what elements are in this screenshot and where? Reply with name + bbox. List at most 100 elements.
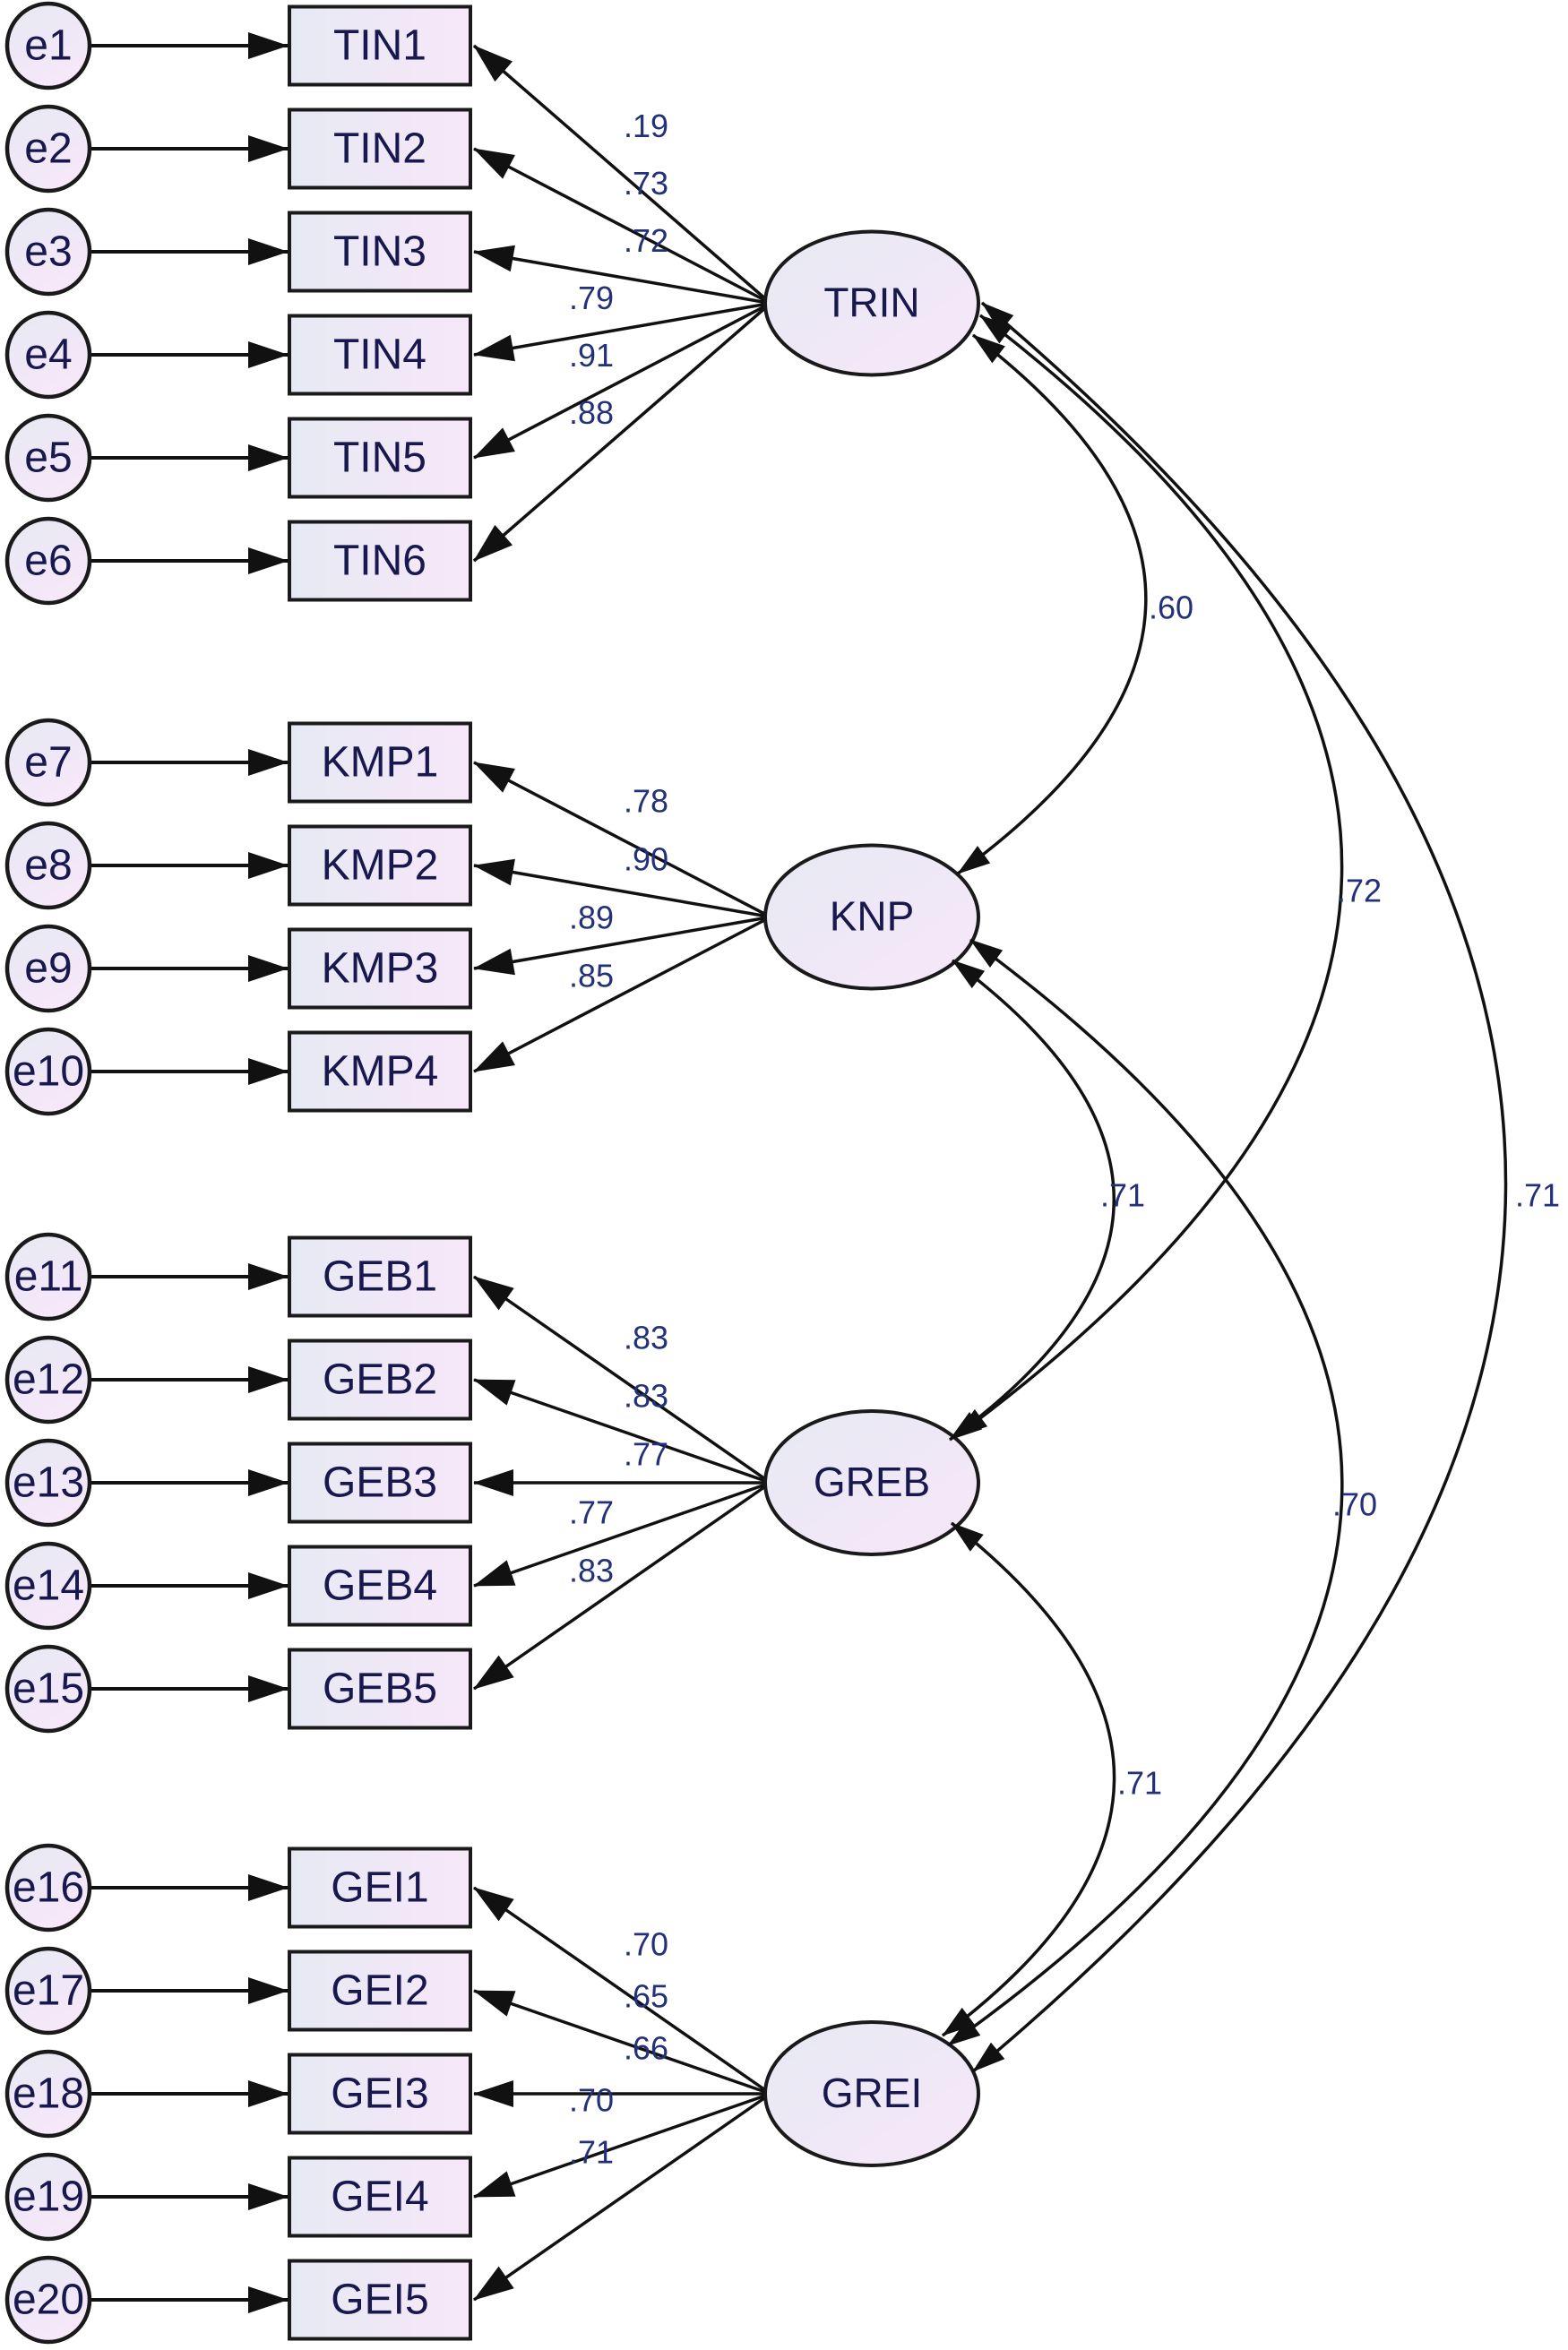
error-node-e4 bbox=[4, 310, 92, 400]
observed-node-GEB4 bbox=[288, 1545, 472, 1627]
observed-node-GEI4 bbox=[288, 2156, 472, 2238]
observed-node-TIN4 bbox=[288, 314, 472, 396]
error-label-e20: e20 bbox=[13, 2277, 84, 2324]
observed-node-GEI5 bbox=[288, 2259, 472, 2341]
error-label-e2: e2 bbox=[24, 125, 72, 173]
error-label-e19: e19 bbox=[13, 2174, 84, 2221]
arrow-TRIN-TIN3 bbox=[473, 245, 771, 306]
observed-node-GEB1 bbox=[288, 1235, 472, 1318]
observed-node-GEB2 bbox=[288, 1339, 472, 1421]
observed-label-GEB4: GEB4 bbox=[323, 1562, 437, 1610]
error-label-e16: e16 bbox=[13, 1864, 84, 1912]
covariance-TRIN-GREI: .71 bbox=[971, 301, 1560, 2073]
loading-KNP-KMP1: .78 bbox=[624, 783, 668, 820]
observed-label-TIN5: TIN5 bbox=[333, 435, 426, 482]
observed-node-GEI1 bbox=[288, 1846, 472, 1929]
error-label-e3: e3 bbox=[24, 228, 72, 276]
covariance-path-GREB-GREI bbox=[941, 1521, 1116, 2037]
arrow-GREI-GEI2 bbox=[473, 1989, 771, 2096]
covariance-KNP-GREB: .71 bbox=[948, 959, 1145, 1442]
error-label-e6: e6 bbox=[24, 538, 72, 585]
observed-label-KMP4: KMP4 bbox=[322, 1048, 439, 1096]
latent-label-GREB: GREB bbox=[814, 1459, 930, 1505]
observed-node-GEB3 bbox=[288, 1442, 472, 1524]
arrow-GREB-GEB2 bbox=[473, 1378, 771, 1485]
arrow-GREB-GEB1 bbox=[473, 1275, 771, 1485]
error-node-e17 bbox=[4, 1946, 92, 2036]
latent-GREB: GREB bbox=[763, 1409, 980, 1556]
covariance-path-KNP-GREI bbox=[946, 938, 1344, 2047]
arrow-TRIN-TIN1 bbox=[472, 44, 772, 305]
error-label-e15: e15 bbox=[13, 1666, 84, 1713]
error-label-e10: e10 bbox=[13, 1048, 84, 1096]
observed-label-TIN4: TIN4 bbox=[333, 331, 426, 379]
error-label-e18: e18 bbox=[13, 2070, 84, 2118]
arrow-GREB-GEB4 bbox=[473, 1481, 771, 1588]
error-label-e4: e4 bbox=[24, 331, 72, 379]
error-node-e10 bbox=[4, 1027, 92, 1116]
error-node-e3 bbox=[4, 207, 92, 297]
loading-GREB-GEB2: .83 bbox=[624, 1378, 668, 1415]
covariance-path-TRIN-KNP bbox=[956, 333, 1148, 875]
observed-label-GEI1: GEI1 bbox=[331, 1864, 428, 1912]
observed-node-TIN3 bbox=[288, 211, 472, 293]
arrow-KNP-KMP2 bbox=[473, 858, 771, 919]
indicator-GEB1: e11 GEB1 .83 bbox=[4, 1232, 771, 1485]
latent-KNP: KNP bbox=[763, 843, 980, 991]
latent-label-TRIN: TRIN bbox=[823, 280, 919, 326]
error-node-e5 bbox=[4, 413, 92, 503]
error-label-e8: e8 bbox=[24, 842, 72, 890]
observed-label-GEB1: GEB1 bbox=[323, 1253, 437, 1301]
loading-GREB-GEB3: .77 bbox=[624, 1436, 668, 1473]
error-node-e7 bbox=[4, 718, 92, 807]
arrow-GREI-GEI5 bbox=[473, 2092, 771, 2302]
error-node-e2 bbox=[4, 104, 92, 194]
arrow-TRIN-TIN6 bbox=[472, 302, 772, 563]
latent-GREI: GREI bbox=[763, 2020, 980, 2167]
covariance-label-KNP-GREB: .71 bbox=[1100, 1177, 1145, 1214]
loading-TRIN-TIN5: .91 bbox=[569, 337, 614, 374]
covariance-label-TRIN-GREI: .71 bbox=[1515, 1177, 1560, 1214]
indicator-KMP4: e10 KMP4 .85 bbox=[4, 915, 771, 1116]
error-label-e12: e12 bbox=[13, 1356, 84, 1404]
observed-node-TIN2 bbox=[288, 108, 472, 190]
observed-node-KMP2 bbox=[288, 824, 472, 907]
observed-label-TIN2: TIN2 bbox=[333, 125, 426, 173]
loading-TRIN-TIN1: .19 bbox=[624, 108, 668, 144]
loading-KNP-KMP2: .90 bbox=[624, 841, 668, 878]
latent-node-GREI bbox=[763, 2020, 980, 2167]
error-label-e17: e17 bbox=[13, 1967, 84, 2015]
covariance-label-KNP-GREI: .70 bbox=[1332, 1486, 1377, 1523]
observed-label-KMP3: KMP3 bbox=[322, 945, 439, 993]
error-label-e11: e11 bbox=[14, 1253, 83, 1301]
observed-node-KMP4 bbox=[288, 1030, 472, 1113]
covariance-TRIN-KNP: .60 bbox=[956, 333, 1193, 875]
error-label-e7: e7 bbox=[24, 739, 72, 787]
latent-label-GREI: GREI bbox=[822, 2070, 922, 2116]
loading-GREB-GEB5: .83 bbox=[569, 1553, 614, 1589]
arrow-TRIN-TIN4 bbox=[473, 301, 771, 362]
arrow-KNP-KMP1 bbox=[473, 761, 771, 919]
covariance-label-TRIN-GREB: .72 bbox=[1337, 873, 1382, 909]
covariance-path-KNP-GREB bbox=[948, 959, 1116, 1442]
loading-GREI-GEI5: .71 bbox=[569, 2134, 614, 2171]
loading-GREB-GEB1: .83 bbox=[624, 1320, 668, 1356]
observed-label-TIN3: TIN3 bbox=[333, 228, 426, 276]
error-node-e8 bbox=[4, 821, 92, 910]
loading-TRIN-TIN3: .72 bbox=[624, 222, 668, 259]
arrow-GREB-GEB5 bbox=[473, 1481, 771, 1691]
arrow-TRIN-TIN2 bbox=[473, 147, 771, 306]
loading-KNP-KMP4: .85 bbox=[569, 958, 614, 994]
